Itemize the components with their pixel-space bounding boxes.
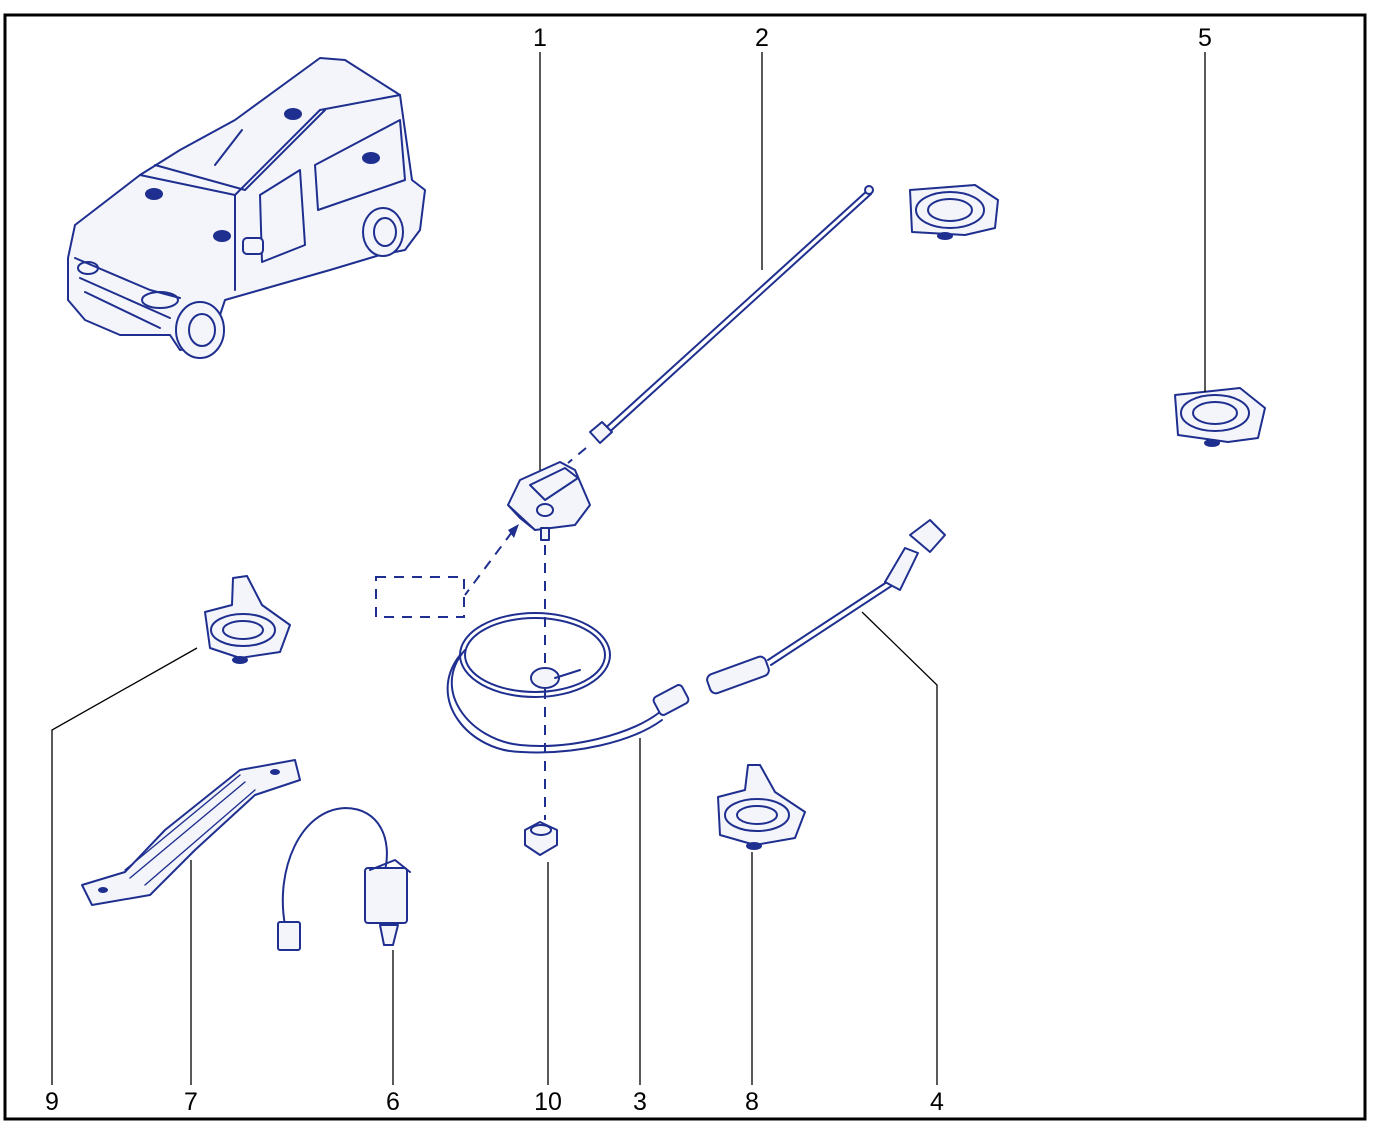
assembly-line-mast [567, 447, 587, 464]
callout-9: 9 [45, 1088, 59, 1116]
callout-labels: 1 2 5 9 7 6 10 3 8 4 [45, 24, 1212, 1116]
speaker-top [909, 184, 999, 240]
antenna-base [507, 461, 591, 541]
antenna-cable [446, 612, 690, 754]
callout-8: 8 [745, 1088, 759, 1116]
callout-7: 7 [184, 1088, 198, 1116]
nut [524, 821, 558, 856]
callout-5: 5 [1198, 24, 1212, 52]
leader-lines [51, 52, 1206, 1085]
vehicle-overview-illustration [67, 57, 426, 359]
assembly-line-base-mount [464, 531, 513, 596]
ground-strap [81, 759, 301, 906]
speaker-9 [204, 575, 291, 664]
antenna-mast [589, 185, 874, 444]
callout-2: 2 [755, 24, 769, 52]
callout-4: 4 [930, 1088, 944, 1116]
callout-3: 3 [633, 1088, 647, 1116]
extension-cable [706, 519, 946, 695]
callout-6: 6 [386, 1088, 400, 1116]
suppressor [277, 807, 411, 951]
speaker-5 [1174, 387, 1266, 447]
callout-10: 10 [534, 1088, 562, 1116]
speaker-8 [717, 764, 806, 850]
mounting-location-outline [375, 576, 465, 618]
callout-1: 1 [533, 24, 547, 52]
